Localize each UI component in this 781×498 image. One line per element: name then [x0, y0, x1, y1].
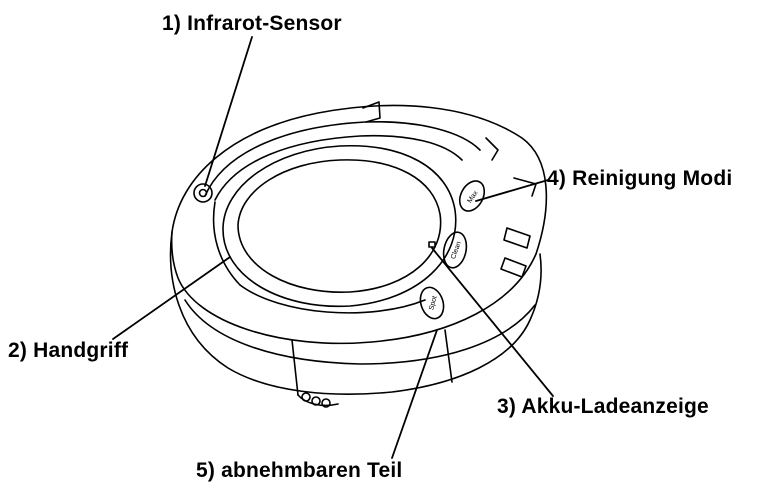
leader-line-5 — [391, 329, 438, 459]
label-battery-indicator: 3) Akku-Ladeanzeige — [497, 395, 709, 418]
infrared-sensor-ring — [193, 183, 213, 203]
wheel-bump-2 — [311, 396, 321, 406]
leader-line-4 — [475, 179, 549, 202]
label-removable-part: 5) abnehmbaren Teil — [196, 459, 403, 482]
robot-skirt-line — [184, 299, 536, 365]
button-max-text: Max — [466, 189, 480, 204]
center-lid-inner — [237, 159, 442, 293]
removable-part-seam-left — [291, 339, 299, 396]
center-lid-rim-bottom — [239, 284, 426, 314]
button-spot-shape — [419, 286, 445, 320]
removable-part-seam-right — [444, 329, 453, 383]
battery-led-shape — [428, 241, 436, 248]
wheel-bump-3 — [321, 398, 331, 408]
handle-ring-inner — [214, 134, 463, 201]
center-lid-outer — [222, 144, 457, 308]
robot-side-bottom — [169, 231, 542, 395]
side-slot-2 — [500, 257, 527, 278]
wheel-bump-1 — [301, 392, 311, 402]
button-spot-text: Spot — [428, 295, 439, 311]
handle-notch-right — [485, 137, 499, 161]
label-infrared-sensor: 1) Infrarot-Sensor — [162, 12, 342, 35]
leader-line-2 — [112, 256, 231, 340]
button-max-shape — [458, 180, 486, 212]
handle-notch-top — [362, 101, 381, 123]
leader-line-1 — [204, 36, 253, 187]
handle-ring-outer — [204, 120, 481, 197]
side-slot-1 — [503, 227, 531, 249]
label-handle: 2) Handgriff — [8, 339, 129, 362]
button-clean-shape — [442, 231, 468, 269]
center-lid-rim-left — [212, 201, 241, 286]
leader-line-3 — [431, 247, 554, 397]
robot-top-outline — [170, 104, 548, 345]
infrared-sensor-core — [198, 188, 208, 198]
label-cleaning-modes: 4) Reinigung Modi — [547, 167, 733, 190]
